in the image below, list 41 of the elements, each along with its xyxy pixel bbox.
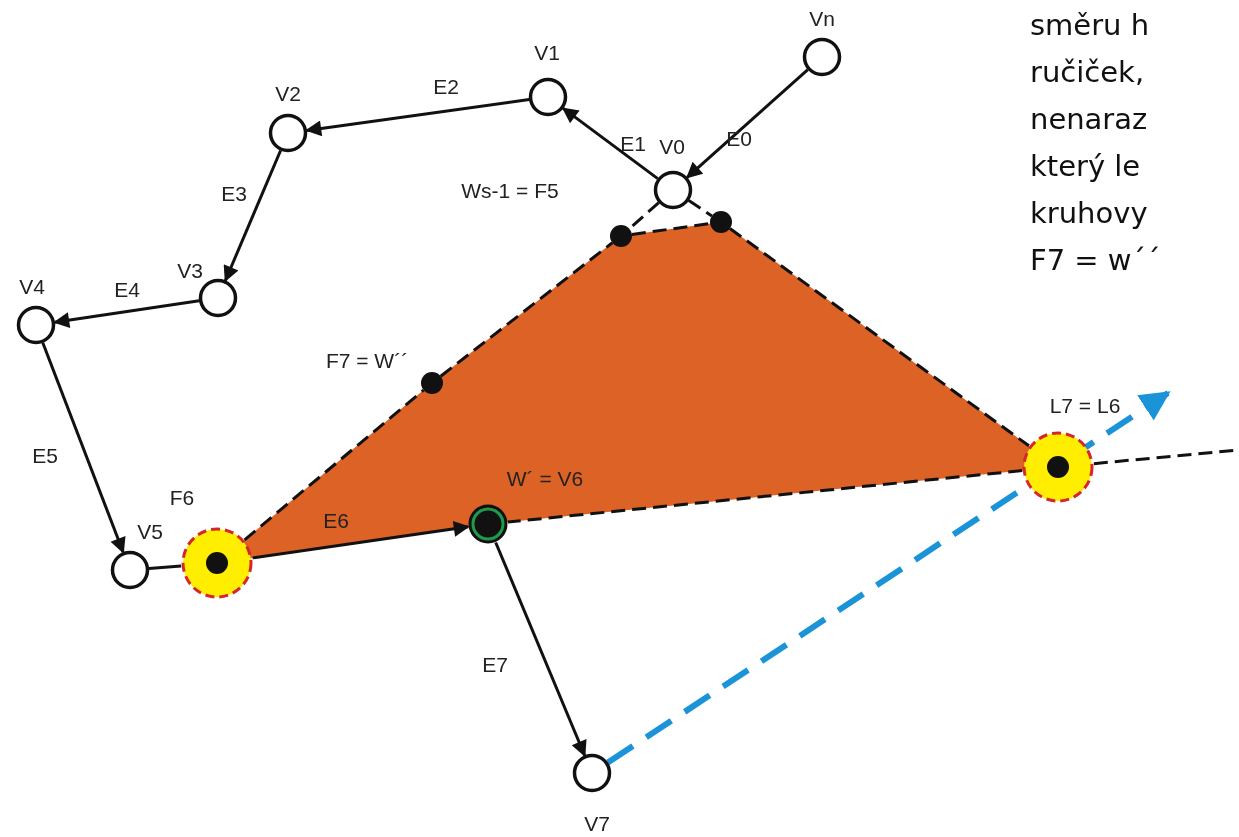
point-label: Ws-1 = F5: [461, 179, 559, 201]
edge-label: E5: [32, 444, 58, 466]
edge-label: E2: [433, 75, 459, 97]
point-label: W´ = V6: [506, 467, 584, 489]
vertex-label: V1: [534, 41, 560, 63]
vertex-label: V3: [177, 259, 203, 281]
arrow: [223, 149, 282, 282]
edge-label: E4: [114, 278, 140, 300]
arrow: [41, 342, 126, 554]
dashed-line: [687, 199, 713, 218]
arrow: [686, 68, 809, 179]
point-label: L7 = L6: [1049, 394, 1121, 416]
dashed-line: [243, 388, 425, 542]
edge-label: E3: [221, 182, 247, 204]
arrow: [252, 521, 470, 560]
edge-label: E1: [620, 132, 646, 154]
text-line: směru h: [1030, 8, 1150, 43]
vertex-label: V7: [584, 812, 610, 834]
vertex-label: V4: [19, 275, 45, 297]
text-line: který le: [1030, 149, 1141, 184]
edge-label: E6: [323, 509, 349, 531]
edge-label: E0: [726, 127, 752, 149]
point-label: F7 = W´´: [325, 349, 409, 371]
dashed-line: [631, 222, 711, 236]
text-line: nenaraz: [1030, 102, 1148, 137]
arrow: [561, 107, 659, 180]
arrow: [494, 541, 587, 757]
line: [148, 564, 182, 570]
vertex-label: V5: [137, 520, 163, 542]
dashed-line: [606, 390, 1171, 766]
edge-label: E7: [482, 653, 508, 675]
vertex-label: V2: [275, 82, 301, 104]
vertex-label: V0: [659, 135, 685, 157]
vertex-label: Vn: [809, 7, 835, 29]
point-label: F6: [169, 486, 195, 508]
dashed-line: [507, 469, 1023, 524]
text-line: ručiček,: [1030, 55, 1145, 90]
text-line: kruhovy: [1030, 196, 1148, 231]
text-line: F7 = w´´: [1030, 243, 1161, 278]
dashed-line: [729, 227, 1030, 448]
dashed-line: [439, 241, 614, 378]
